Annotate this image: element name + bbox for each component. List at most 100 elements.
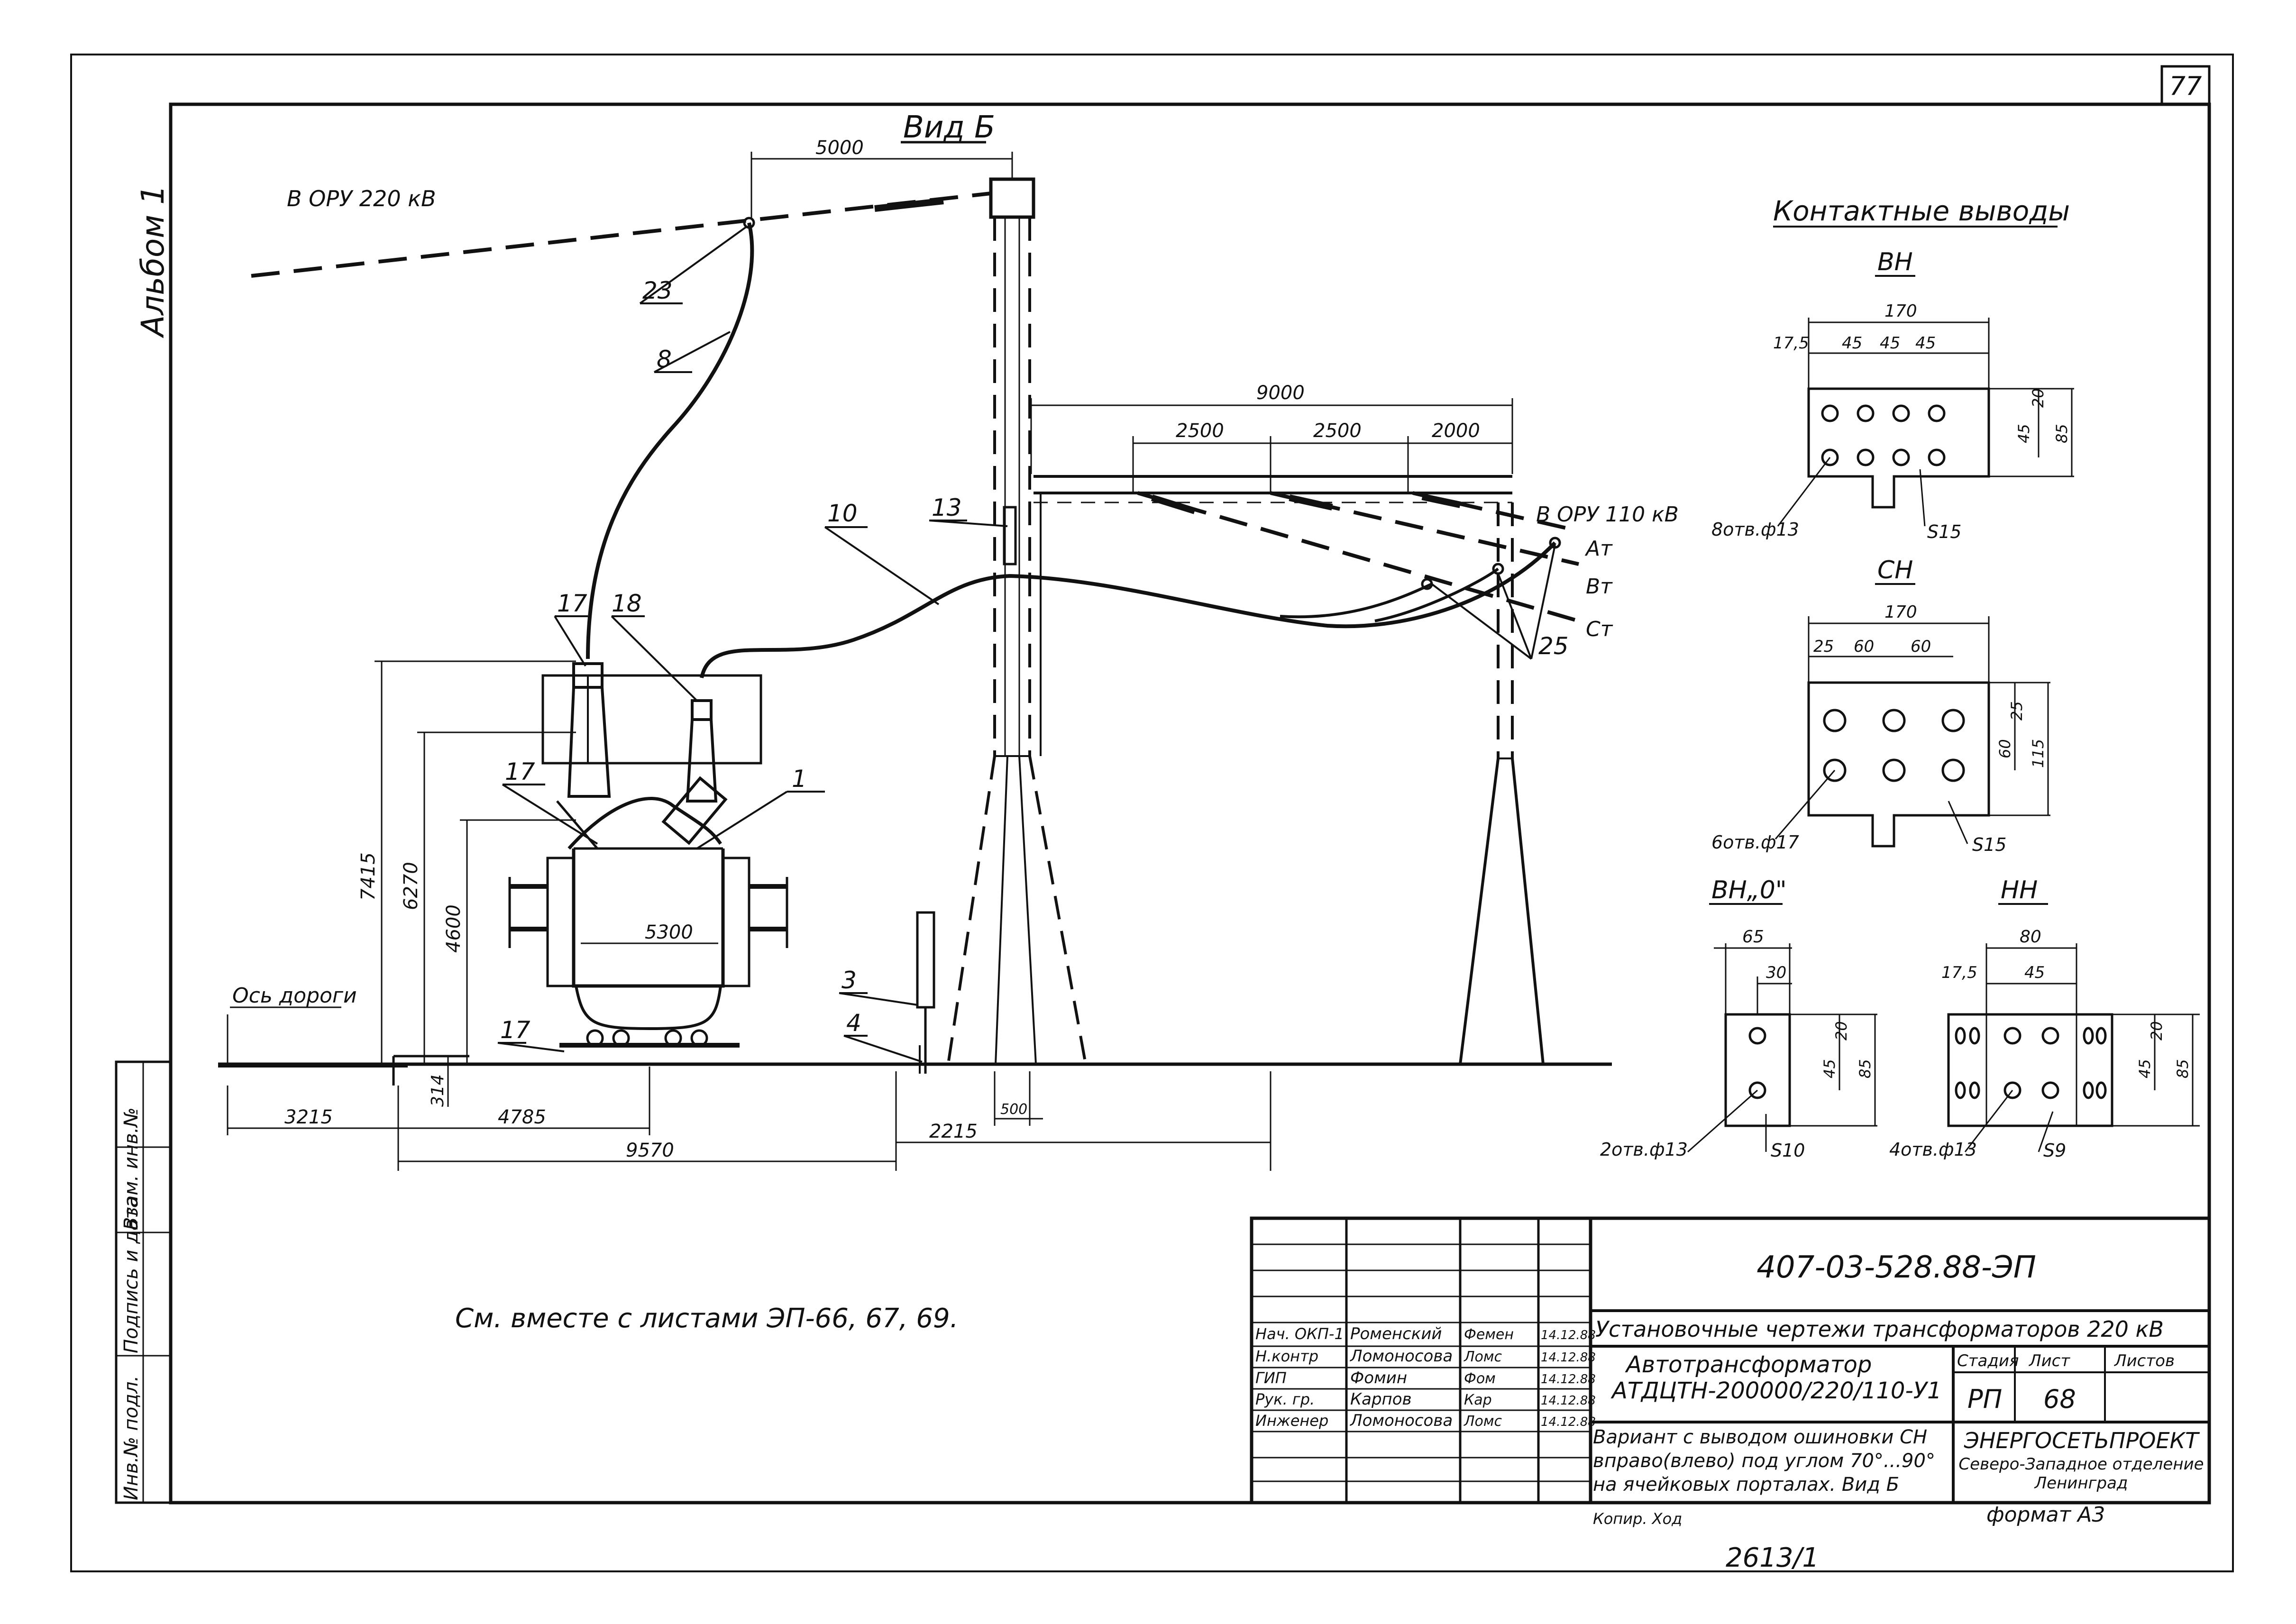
sn-s: S15 xyxy=(1972,834,2006,855)
tb-drawing-title-1: Автотрансформатор xyxy=(1625,1351,1872,1378)
tb-sign-2: Ломс xyxy=(1464,1349,1502,1365)
tb-role-1: Нач. ОКП-1 xyxy=(1255,1325,1344,1343)
label-ory-220: В ОРУ 220 кВ xyxy=(287,186,436,211)
nn-h45: 45 xyxy=(2136,1059,2154,1078)
vn-h85: 85 xyxy=(2053,424,2071,443)
tb-drawing-title-2: АТДЦТН-200000/220/110-У1 xyxy=(1610,1378,1942,1404)
side-interchange: Взам. инв.№ xyxy=(120,1107,142,1230)
tb-date-5: 14.12.88 xyxy=(1541,1415,1596,1429)
tb-date-1: 14.12.88 xyxy=(1541,1328,1596,1342)
dim-9570: 9570 xyxy=(626,1140,674,1161)
tb-stage: РП xyxy=(1967,1384,2002,1414)
callout-3: 3 xyxy=(842,967,857,994)
vn0-holes: 2отв.ф13 xyxy=(1600,1139,1688,1160)
dim-9000: 9000 xyxy=(1256,382,1305,404)
sn-a: 25 xyxy=(1813,637,1834,656)
callout-8: 8 xyxy=(657,346,672,373)
phase-a: Ат xyxy=(1584,537,1613,561)
tb-sheets-header: Листов xyxy=(2113,1351,2175,1370)
cable-110kv xyxy=(700,541,1556,678)
tb-sign-3: Фом xyxy=(1464,1370,1496,1387)
tb-role-2: Н.контр xyxy=(1255,1347,1318,1365)
sn-terminal xyxy=(1775,616,2050,848)
sn-b2: 60 xyxy=(1911,637,1931,656)
vn-h45: 45 xyxy=(2015,424,2033,443)
sn-b1: 60 xyxy=(1854,637,1874,656)
dim-6270: 6270 xyxy=(400,862,422,910)
vn0-width: 65 xyxy=(1742,927,1764,947)
nn-holes: 4отв.ф13 xyxy=(1889,1139,1977,1160)
callout-13: 13 xyxy=(932,494,962,521)
dim-314: 314 xyxy=(428,1074,448,1107)
vn0-s: S10 xyxy=(1771,1140,1805,1161)
tb-variant-2: вправо(влево) под углом 70°...90° xyxy=(1593,1450,1935,1472)
tb-sign-1: Фемен xyxy=(1464,1326,1514,1343)
contacts-title: Контактные выводы xyxy=(1773,195,2070,227)
callout-18: 18 xyxy=(612,590,642,617)
portal-110 xyxy=(1034,475,1545,1065)
callouts xyxy=(497,226,1556,1063)
tb-sign-5: Ломс xyxy=(1464,1413,1502,1430)
tb-name-4: Карпов xyxy=(1350,1390,1412,1409)
callout-1: 1 xyxy=(792,765,807,793)
sn-width: 170 xyxy=(1884,602,1917,622)
vn0-terminal xyxy=(1687,943,1877,1153)
sn-h115: 115 xyxy=(2029,739,2047,768)
vn0-h85: 85 xyxy=(1856,1059,1874,1078)
tb-org-2: Северо-Западное отделение xyxy=(1958,1455,2204,1474)
tb-role-5: Инженер xyxy=(1255,1412,1328,1430)
tb-name-1: Роменский xyxy=(1350,1324,1442,1343)
callout-17-top: 17 xyxy=(557,590,587,617)
vn0-h45: 45 xyxy=(1820,1059,1839,1078)
dim-4785: 4785 xyxy=(498,1106,546,1128)
sheet-frame xyxy=(70,54,2234,1572)
nn-title: НН xyxy=(2001,876,2038,904)
nn-a: 17,5 xyxy=(1941,963,1977,982)
dim-4600: 4600 xyxy=(443,904,465,953)
sn-title: СН xyxy=(1877,556,1913,584)
cable-220kv xyxy=(586,222,754,659)
dimension-lines xyxy=(227,152,1513,1171)
vn-holes: 8отв.ф13 xyxy=(1711,519,1799,540)
callout-23: 23 xyxy=(642,277,673,304)
dim-500: 500 xyxy=(1000,1101,1027,1118)
tb-date-2: 14.12.88 xyxy=(1541,1350,1596,1365)
tb-sheet: 68 xyxy=(2043,1384,2076,1414)
vn-b3: 45 xyxy=(1915,334,1936,353)
vn-a: 17,5 xyxy=(1773,334,1809,353)
page-number: 77 xyxy=(2169,71,2202,101)
tb-project-title: Установочные чертежи трансформаторов 220… xyxy=(1595,1316,2164,1342)
tb-date-4: 14.12.88 xyxy=(1541,1394,1596,1408)
tb-name-5: Ломоносова xyxy=(1349,1411,1453,1430)
vn-b1: 45 xyxy=(1842,334,1862,353)
nn-b: 45 xyxy=(2024,963,2045,982)
phase-c: Ст xyxy=(1586,617,1613,641)
dim-2000: 2000 xyxy=(1432,420,1480,442)
dim-2500a: 2500 xyxy=(1176,420,1224,442)
ground xyxy=(218,911,1612,1086)
portal-220-column xyxy=(947,177,1087,1065)
vn-b2: 45 xyxy=(1880,334,1900,353)
bottom-number: 2613/1 xyxy=(1726,1542,1819,1573)
callout-10: 10 xyxy=(827,500,858,527)
tb-stage-header: Стадия xyxy=(1957,1351,2019,1370)
nn-width: 80 xyxy=(2020,927,2041,947)
line-220kv xyxy=(251,192,991,278)
tb-name-2: Ломоносова xyxy=(1349,1347,1453,1366)
callout-25: 25 xyxy=(1538,632,1569,660)
dim-2500b: 2500 xyxy=(1313,420,1362,442)
tb-org-3: Ленинград xyxy=(2034,1474,2128,1493)
sn-h60: 60 xyxy=(1996,739,2014,758)
tb-variant-1: Вариант с выводом ошиновки СН xyxy=(1593,1426,1927,1448)
tb-code: 407-03-528.88-ЭП xyxy=(1756,1250,2036,1285)
lines-110kv xyxy=(1137,491,1580,623)
tb-name-3: Фомин xyxy=(1350,1369,1407,1387)
side-sign-date: Подпись и дата xyxy=(120,1196,142,1353)
tb-date-3: 14.12.88 xyxy=(1541,1372,1596,1387)
transformer xyxy=(508,662,788,1048)
vn0-b: 30 xyxy=(1766,963,1786,982)
title-block-grid xyxy=(1250,1216,2211,1505)
vn-title: ВН xyxy=(1877,248,1913,276)
tb-role-3: ГИП xyxy=(1255,1369,1287,1387)
